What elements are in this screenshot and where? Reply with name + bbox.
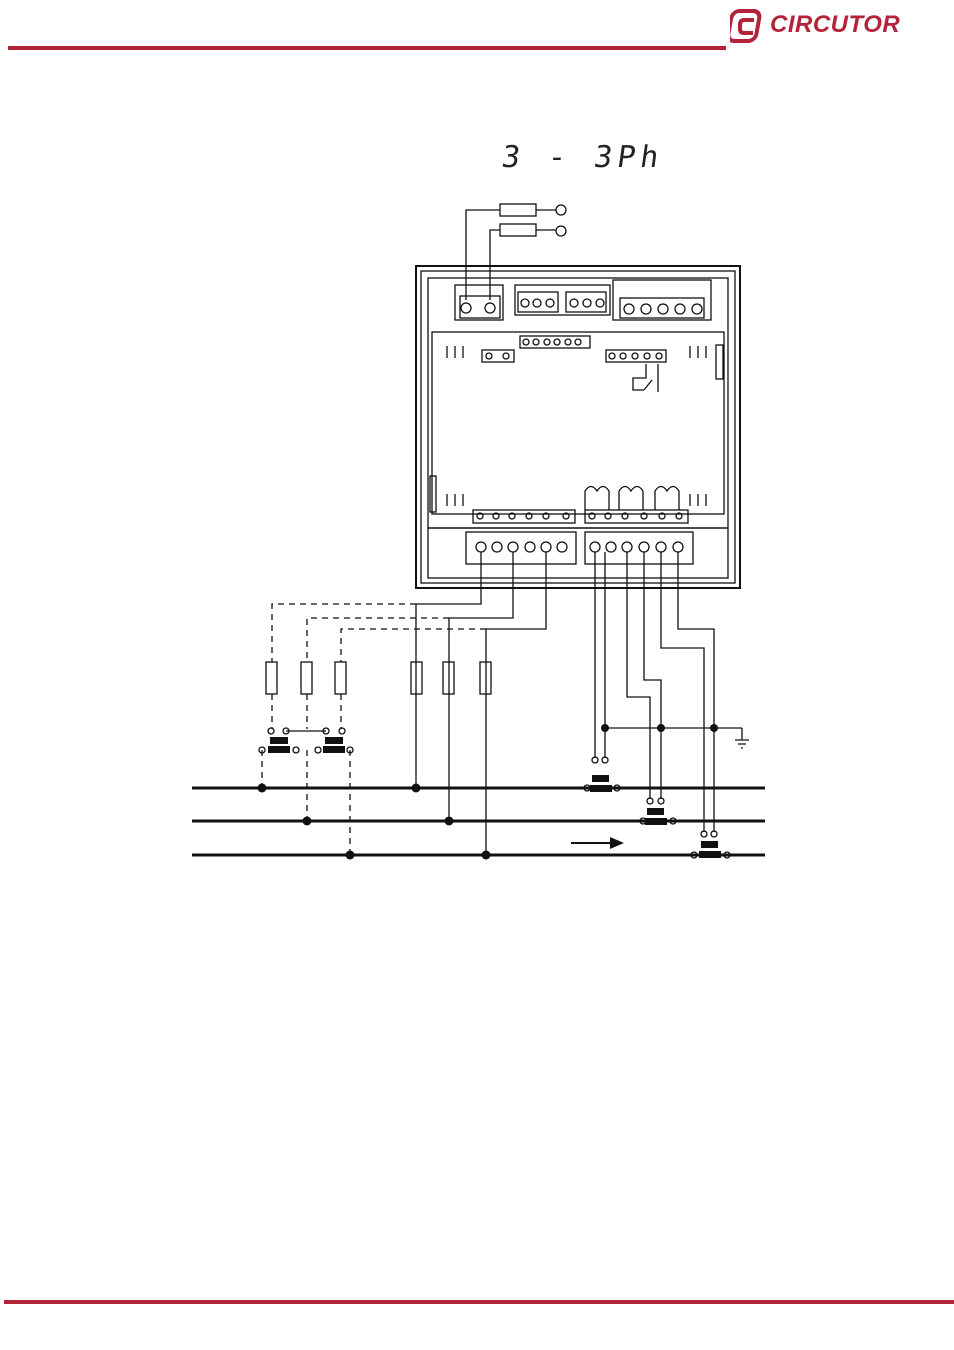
brand-name: CIRCUTOR <box>770 11 901 38</box>
circutor-logo-icon <box>730 9 762 43</box>
current-direction-arrow-icon <box>571 837 624 849</box>
header-rule <box>8 46 726 50</box>
ground-icon <box>735 728 749 749</box>
relay-contact-icon <box>632 364 659 392</box>
footer-rule <box>4 1300 954 1304</box>
